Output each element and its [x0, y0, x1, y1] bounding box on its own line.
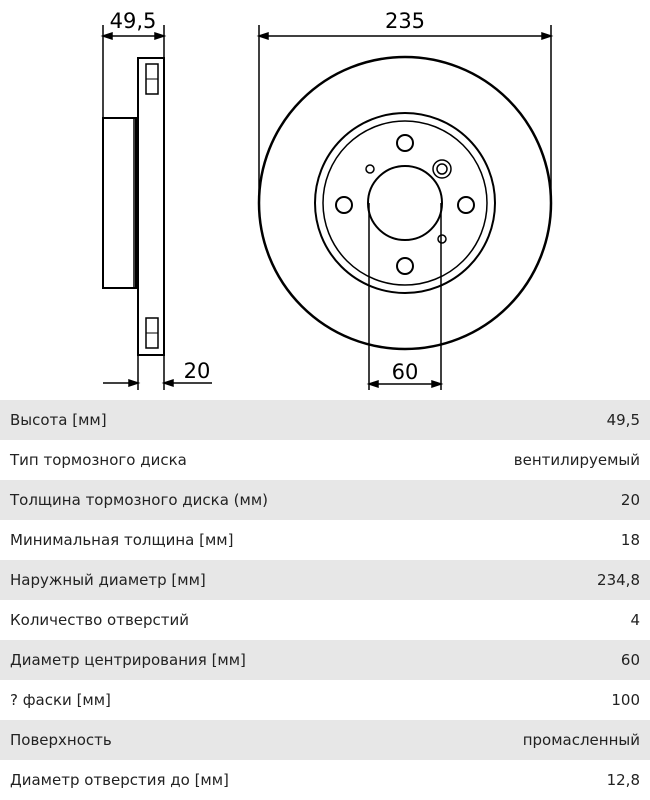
disc-side-profile [137, 57, 165, 356]
hub-outer-circle [314, 112, 496, 294]
spec-row-centering-diameter: Диаметр центрирования [мм] 60 [0, 640, 650, 680]
side-view [102, 57, 165, 356]
spec-row-surface: Поверхность промасленный [0, 720, 650, 760]
center-bore [367, 165, 443, 241]
spec-value: 4 [630, 611, 640, 629]
bolt-hole [396, 257, 414, 275]
spec-value: 12,8 [606, 771, 640, 789]
bolt-hole [335, 196, 353, 214]
spec-label: Диаметр центрирования [мм] [10, 651, 246, 669]
spec-row-outer-diameter: Наружный диаметр [мм] 234,8 [0, 560, 650, 600]
dim-thickness-label: 20 [184, 359, 211, 383]
spec-value: 20 [620, 491, 640, 509]
specs-table: Высота [мм] 49,5 Тип тормозного диска ве… [0, 400, 650, 800]
spec-value: 18 [620, 531, 640, 549]
spec-label: Тип тормозного диска [10, 451, 187, 469]
spec-value: 60 [620, 651, 640, 669]
front-dimensions [256, 25, 554, 390]
spec-value: промасленный [522, 731, 640, 749]
spec-row-hole-count: Количество отверстий 4 [0, 600, 650, 640]
bolt-hole [457, 196, 475, 214]
disc-outer-circle [257, 55, 553, 351]
spec-row-disc-type: Тип тормозного диска вентилируемый [0, 440, 650, 480]
side-dimensions [100, 25, 212, 390]
spec-row-min-thickness: Минимальная толщина [мм] 18 [0, 520, 650, 560]
spec-label: Высота [мм] [10, 411, 107, 429]
dim-diameter-label: 235 [385, 9, 425, 33]
spec-row-hole-diameter: Диаметр отверстия до [мм] 12,8 [0, 760, 650, 800]
spec-label: Минимальная толщина [мм] [10, 531, 234, 549]
spec-value: 100 [611, 691, 640, 709]
front-view [257, 55, 553, 351]
spec-label: Наружный диаметр [мм] [10, 571, 206, 589]
spec-label: ? фаски [мм] [10, 691, 111, 709]
spec-label: Толщина тормозного диска (мм) [10, 491, 269, 509]
spec-value: 49,5 [606, 411, 640, 429]
spec-label: Количество отверстий [10, 611, 190, 629]
bolt-hole [396, 134, 414, 152]
spec-value: вентилируемый [513, 451, 640, 469]
spec-label: Диаметр отверстия до [мм] [10, 771, 229, 789]
hub-side-profile [102, 117, 137, 289]
spec-value: 234,8 [597, 571, 640, 589]
dim-center-label: 60 [392, 360, 419, 384]
dim-height-label: 49,5 [110, 9, 157, 33]
spec-row-height: Высота [мм] 49,5 [0, 400, 650, 440]
spec-label: Поверхность [10, 731, 112, 749]
spec-row-chamfer: ? фаски [мм] 100 [0, 680, 650, 720]
brake-disc-drawing: 49,5 20 235 60 [100, 9, 554, 390]
spec-row-disc-thickness: Толщина тормозного диска (мм) 20 [0, 480, 650, 520]
